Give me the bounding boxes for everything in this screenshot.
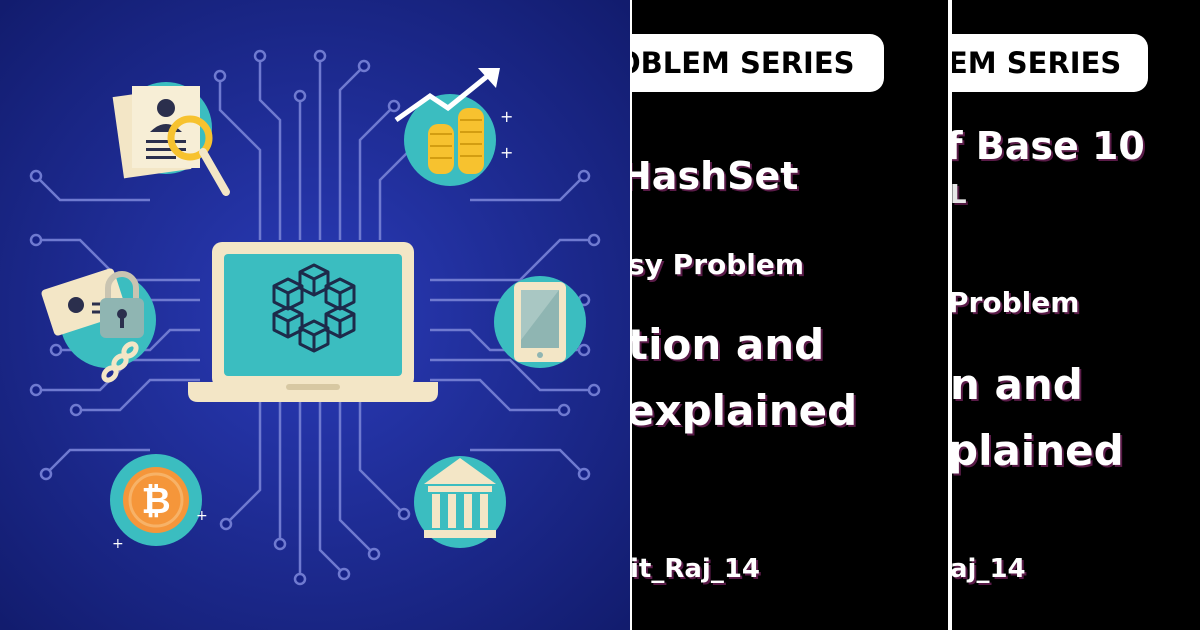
problem-card-hashset[interactable]: OBLEM SERIES HashSet sy Problem tion and…	[632, 0, 948, 630]
series-badge: EM SERIES	[952, 34, 1148, 92]
coins-growth-icon: + +	[394, 68, 513, 186]
blockchain-cubes-icon	[272, 263, 356, 353]
laptop-icon	[188, 242, 438, 402]
headline-line-1: tion and	[632, 320, 825, 369]
bitcoin-icon: ₿ + +	[110, 454, 208, 552]
svg-text:+: +	[196, 508, 208, 524]
svg-text:+: +	[500, 143, 513, 162]
id-lock-icon	[41, 268, 156, 383]
author-handle: aj_14	[952, 554, 1026, 584]
difficulty-label: sy Problem	[632, 248, 805, 281]
svg-text:+: +	[112, 536, 124, 552]
problem-card-base10[interactable]: EM SERIES f Base 10 L Problem n and plai…	[952, 0, 1200, 630]
headline-line-2: plained	[952, 426, 1124, 475]
profile-search-icon	[112, 82, 230, 196]
blockchain-illustration: + +	[0, 0, 630, 630]
headline-line-1: n and	[952, 360, 1083, 409]
svg-text:₿: ₿	[141, 481, 170, 522]
bank-icon	[414, 456, 506, 548]
difficulty-label: Problem	[952, 286, 1080, 319]
svg-text:+: +	[500, 107, 513, 126]
card-title-line-2: L	[952, 180, 967, 210]
card-title: f Base 10	[952, 124, 1145, 168]
card-title: HashSet	[632, 154, 799, 198]
headline-line-2: explained	[632, 386, 858, 435]
panel-separator	[948, 0, 952, 630]
tablet-icon	[494, 276, 586, 368]
series-badge: OBLEM SERIES	[632, 34, 884, 92]
author-handle: it_Raj_14	[632, 554, 760, 584]
